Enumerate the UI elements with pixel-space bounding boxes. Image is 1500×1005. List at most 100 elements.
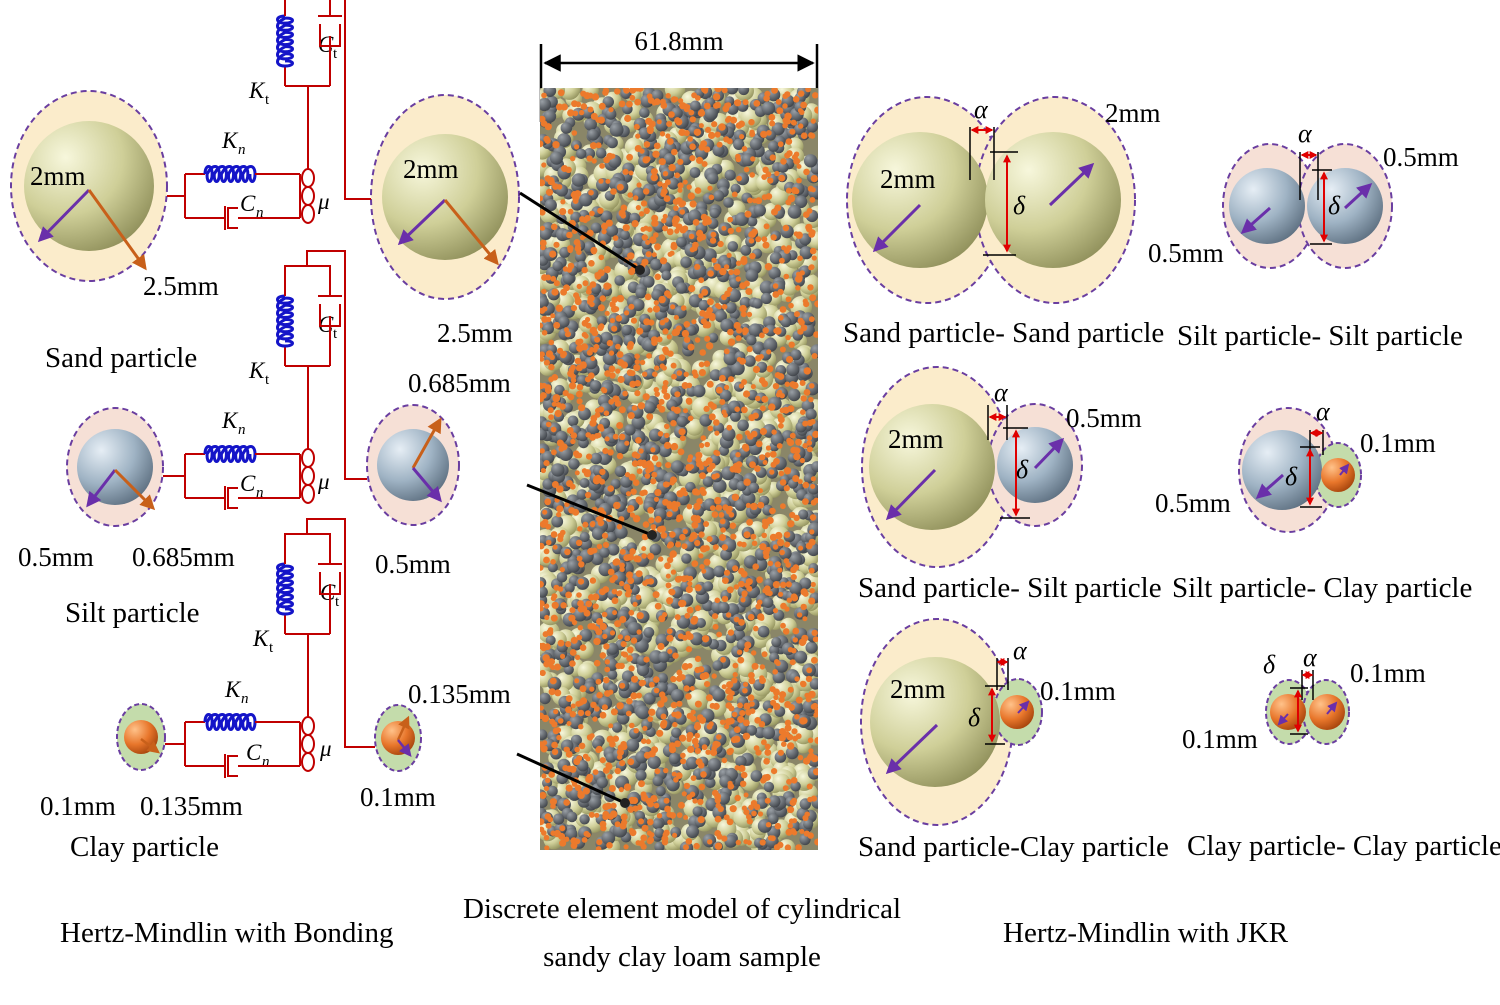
clay-radius-arrow bbox=[1017, 700, 1030, 714]
silt-grain bbox=[749, 137, 763, 151]
clay-grain bbox=[786, 150, 793, 157]
clay-grain bbox=[789, 128, 796, 135]
clay-grain bbox=[624, 114, 632, 123]
clay-grain bbox=[764, 749, 772, 756]
clay-grain bbox=[765, 822, 772, 828]
clay-grain bbox=[705, 749, 711, 755]
clay-grain bbox=[735, 335, 742, 342]
clay-grain bbox=[755, 395, 761, 402]
clay-grain bbox=[741, 146, 748, 152]
clay-grain bbox=[762, 587, 768, 594]
clay-grain bbox=[778, 728, 787, 736]
clay-grain bbox=[597, 519, 605, 527]
sand-right-radius-label: 2mm bbox=[403, 154, 459, 184]
clay-grain bbox=[669, 551, 676, 559]
clay-grain bbox=[626, 153, 633, 161]
silt-grain bbox=[799, 577, 812, 590]
clay-grain bbox=[705, 694, 713, 702]
delta-symbol: δ bbox=[1016, 455, 1029, 484]
clay-grain bbox=[759, 543, 767, 551]
clay-grain bbox=[545, 523, 551, 530]
clay-grain bbox=[556, 439, 564, 446]
clay-grain bbox=[569, 607, 576, 614]
clay-grain bbox=[742, 687, 748, 694]
clay-grain bbox=[677, 182, 684, 189]
alpha-symbol: α bbox=[1013, 636, 1028, 665]
clay-grain bbox=[722, 577, 729, 584]
clay-grain bbox=[689, 155, 696, 162]
silt-grain bbox=[692, 806, 703, 817]
clay-grain bbox=[703, 558, 711, 566]
clay-grain bbox=[677, 633, 684, 640]
clay-grain bbox=[769, 450, 777, 458]
clay-grain bbox=[663, 195, 671, 203]
clay-grain bbox=[635, 570, 643, 578]
clay-grain bbox=[802, 481, 810, 489]
clay-grain bbox=[653, 687, 660, 694]
clay-grain bbox=[607, 449, 614, 456]
sand-left-bond-radius-label: 2.5mm bbox=[143, 271, 219, 301]
clay-grain bbox=[727, 216, 734, 223]
silt-grain bbox=[671, 689, 684, 702]
clay-grain bbox=[741, 406, 748, 414]
clay-grain bbox=[782, 103, 788, 109]
silt-grain bbox=[607, 669, 618, 680]
clay-grain bbox=[701, 635, 710, 643]
clay-grain bbox=[672, 721, 678, 728]
clay-grain bbox=[560, 529, 566, 536]
clay2-radius-label: 0.1mm bbox=[1350, 658, 1426, 688]
clay-grain bbox=[580, 697, 588, 705]
clay-grain bbox=[662, 384, 668, 391]
clay-grain bbox=[578, 742, 586, 750]
clay-grain bbox=[736, 433, 743, 441]
silt-grain bbox=[685, 756, 699, 770]
clay-grain bbox=[619, 548, 626, 555]
clay-grain bbox=[755, 236, 762, 243]
jkr-silt-silt: α δ 0.5mm 0.5mm Silt particle- Silt part… bbox=[1148, 119, 1463, 352]
clay-grain bbox=[783, 225, 790, 231]
clay-grain bbox=[571, 130, 578, 136]
silt2-radius-arrow bbox=[1343, 182, 1373, 210]
silt-grain bbox=[542, 478, 554, 490]
silt-grain bbox=[590, 452, 602, 465]
silt-grain bbox=[634, 638, 649, 653]
clay-grain bbox=[576, 398, 583, 405]
clay-grain bbox=[550, 531, 558, 538]
clay-grain bbox=[692, 219, 700, 226]
clay-grain bbox=[608, 785, 616, 792]
clay-grain bbox=[707, 270, 714, 277]
sand1-radius-label: 2mm bbox=[880, 164, 936, 194]
clay-grain bbox=[775, 99, 782, 105]
clay-grain bbox=[675, 501, 681, 507]
clay-grain bbox=[778, 591, 784, 597]
clay-grain bbox=[729, 465, 737, 473]
silt-grain bbox=[771, 637, 782, 648]
clay-grain bbox=[764, 743, 771, 750]
clay-grain bbox=[701, 568, 707, 574]
clay-grain bbox=[775, 531, 783, 540]
clay-grain bbox=[636, 182, 642, 188]
clay-grain bbox=[588, 189, 594, 196]
clay-grain bbox=[549, 250, 557, 258]
clay-grain bbox=[580, 362, 587, 369]
clay-grain bbox=[713, 263, 721, 271]
clay-grain bbox=[733, 726, 741, 733]
clay-grain bbox=[604, 370, 611, 377]
clay-grain bbox=[633, 364, 641, 372]
clay-grain bbox=[708, 194, 715, 201]
clay-grain bbox=[813, 497, 818, 504]
clay-radius-label: 0.1mm bbox=[1360, 428, 1436, 458]
clay-grain bbox=[564, 548, 571, 556]
clay-grain bbox=[764, 263, 773, 271]
clay-grain bbox=[675, 118, 683, 126]
clay-grain bbox=[741, 379, 748, 385]
clay-grain bbox=[631, 460, 639, 467]
clay-grain bbox=[586, 298, 594, 305]
clay-grain bbox=[679, 226, 687, 234]
clay-grain bbox=[548, 414, 554, 420]
clay-grain bbox=[709, 462, 716, 470]
clay-grain bbox=[559, 208, 567, 216]
clay-grain bbox=[550, 275, 557, 282]
silt-grain bbox=[642, 275, 655, 288]
cylinder-width-label: 61.8mm bbox=[634, 26, 723, 56]
